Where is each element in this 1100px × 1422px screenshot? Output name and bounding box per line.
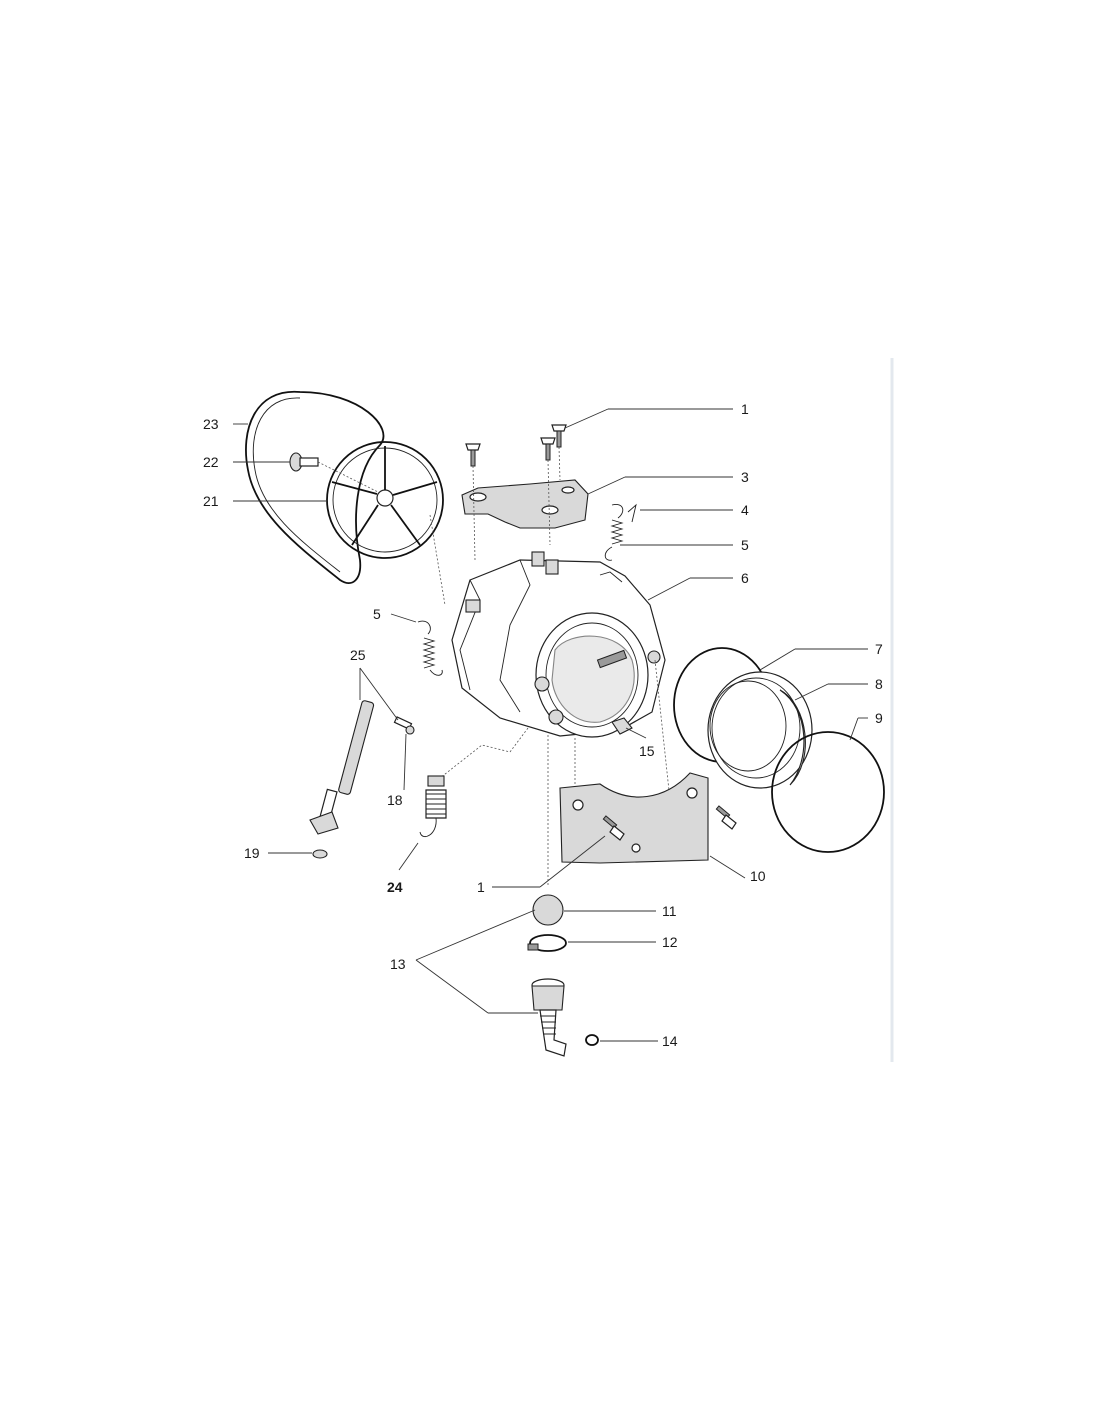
door-seal-part-8 [707,671,813,789]
label-part-3: 3 [741,469,749,485]
label-part-23: 23 [203,416,219,432]
bushing-part-19 [312,849,328,859]
clamp-ring-part-9 [771,731,885,853]
label-part-6: 6 [741,570,749,586]
label-part-9: 9 [875,710,883,726]
leader-lines [233,408,868,1042]
label-part-24: 24 [387,879,403,895]
label-part-21: 21 [203,493,219,509]
part-labels: 1 3 4 5 6 5 7 8 9 23 22 21 25 15 18 19 2… [203,401,883,1049]
label-part-15: 15 [639,743,655,759]
washing-tub-part-6 [451,551,666,738]
drive-belt-part-23 [245,391,385,584]
label-part-10: 10 [750,868,766,884]
label-part-11: 11 [662,903,677,919]
sump-hose-part-24 [419,775,447,837]
shock-absorber-part-25 [309,700,375,835]
counterweight-part-10 [559,772,737,864]
label-part-8: 8 [875,676,883,692]
drain-hose-part-13 [531,978,567,1057]
label-part-4: 4 [741,502,749,518]
o-ring-part-14 [585,1034,599,1046]
label-part-19: 19 [244,845,260,861]
label-part-5-left: 5 [373,606,381,622]
spring-part-5-right [604,504,624,561]
spring-part-5-left [417,620,443,676]
label-part-1-bottom: 1 [477,879,485,895]
pin-part-18 [393,716,415,735]
guide-line-pulley [429,514,446,606]
label-part-18: 18 [387,792,403,808]
label-part-5-right: 5 [741,537,749,553]
label-part-13: 13 [390,956,406,972]
guide-line-tub-right [654,659,671,801]
label-part-22: 22 [203,454,219,470]
guide-line-hose [439,727,529,779]
screw-set-part-1-top [465,424,567,561]
ball-part-11 [532,894,564,926]
pulley-bolt-part-22 [289,452,379,493]
label-part-14: 14 [662,1033,678,1049]
counterweight-part-3 [461,479,589,529]
label-part-25: 25 [350,647,366,663]
pulley-part-21 [326,441,444,559]
clip-part-4 [627,503,637,523]
label-part-1-top: 1 [741,401,749,417]
label-part-7: 7 [875,641,883,657]
hose-clamp-part-12 [527,934,567,952]
heater-clip-part-15 [611,717,633,735]
label-part-12: 12 [662,934,678,950]
